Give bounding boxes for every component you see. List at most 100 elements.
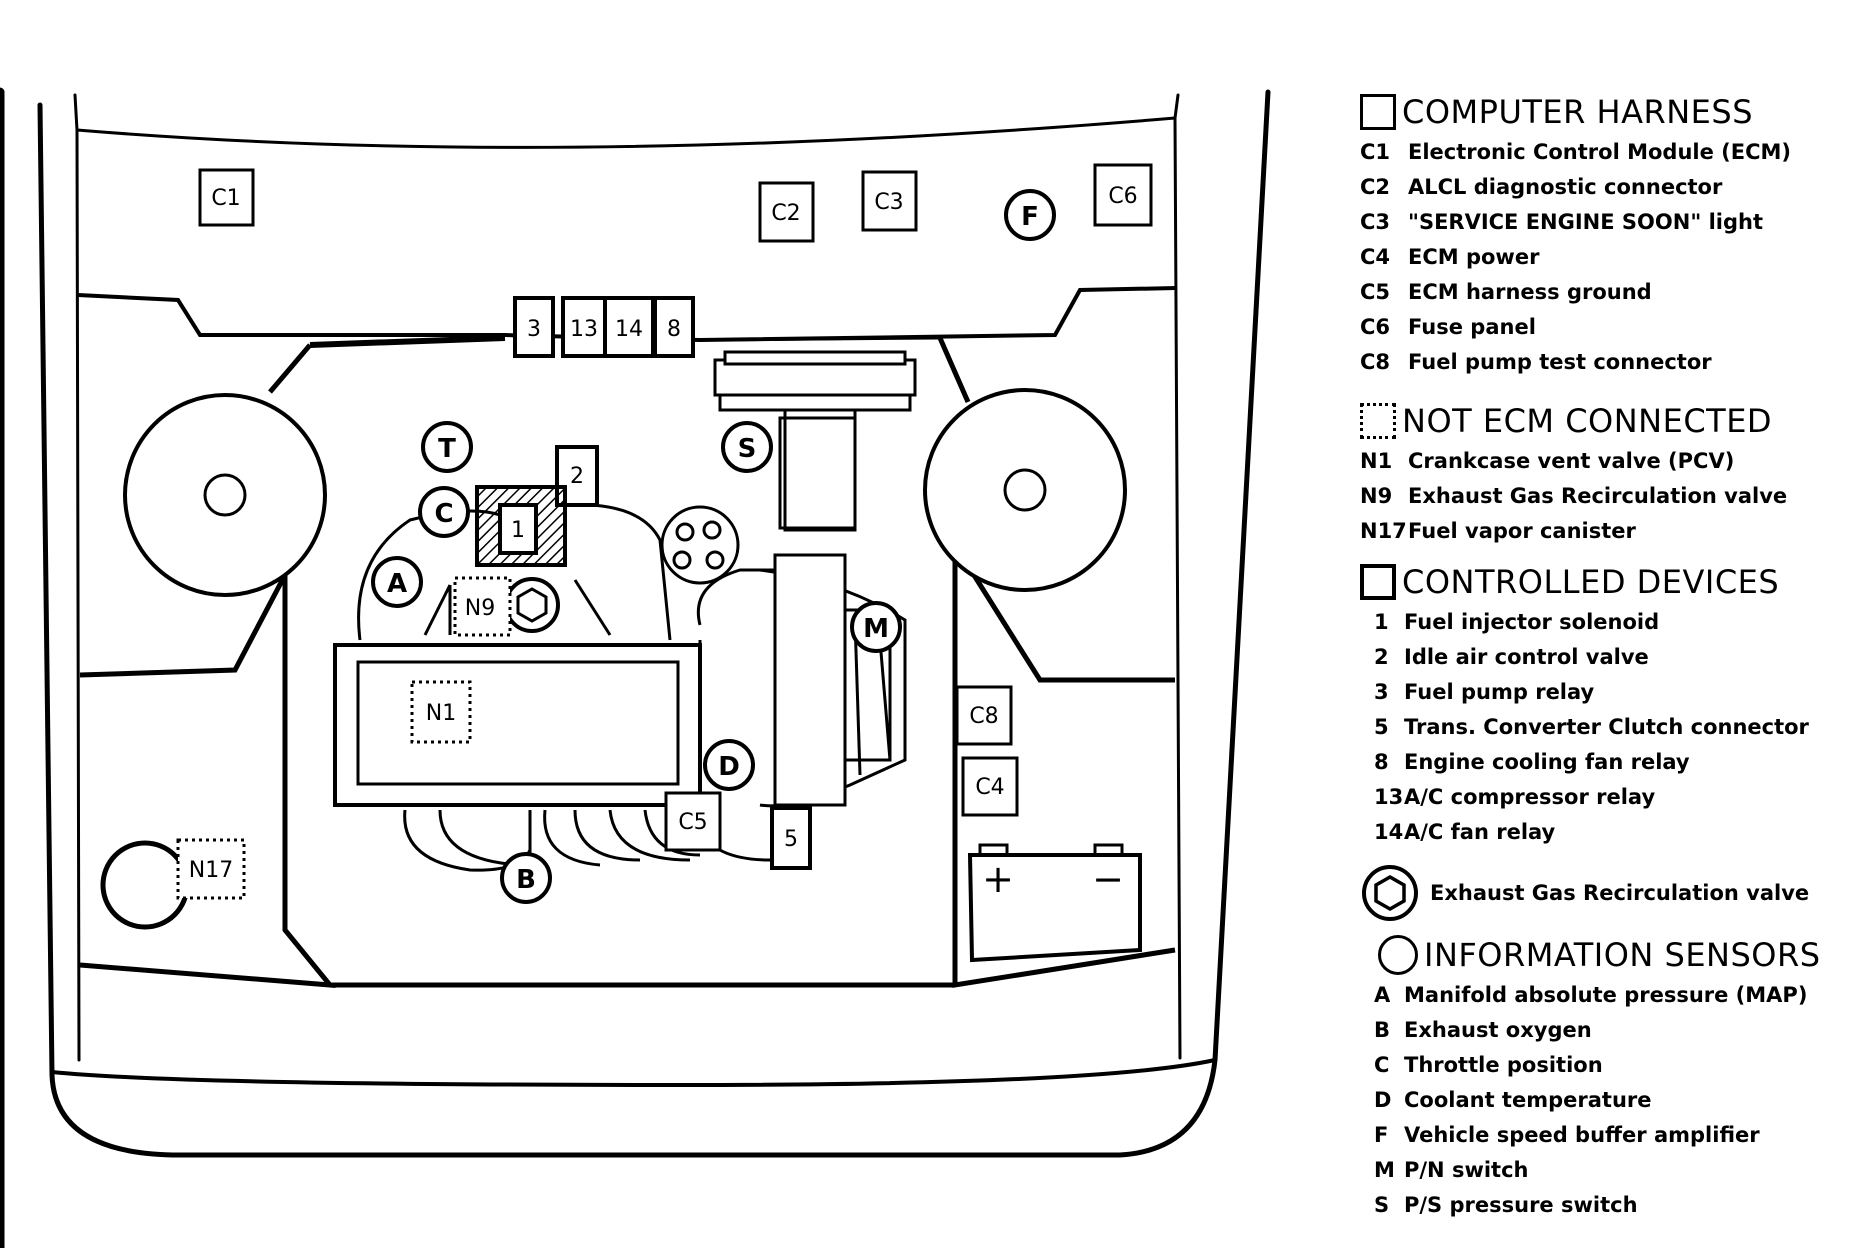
transaxle — [773, 553, 892, 807]
circle-s — [721, 421, 773, 473]
legend-label: P/S pressure switch — [1404, 1192, 1638, 1217]
solid-square-icon — [1360, 94, 1396, 130]
legend-code: 13 — [1374, 784, 1404, 809]
legend-label: A/C fan relay — [1404, 819, 1556, 844]
legend-label: Trans. Converter Clutch connector — [1404, 714, 1809, 739]
label-c3: C3 — [874, 190, 903, 215]
circle-d — [703, 739, 755, 791]
legend-item: C3"SERVICE ENGINE SOON" light — [1360, 204, 1850, 239]
legend-label: Fuel injector solenoid — [1404, 609, 1660, 634]
label-s: S — [738, 434, 757, 464]
air-cleaner — [713, 350, 917, 532]
legend-code: A — [1374, 982, 1391, 1007]
legend-item: F Vehicle speed buffer amplifier — [1360, 1117, 1850, 1152]
legend-egr: Exhaust Gas Recirculation valve — [1360, 863, 1850, 923]
computer-harness-boxes — [198, 163, 1153, 852]
engine-bay-diagram: + − C1 C2 C3 C6 C8 C4 C5 3 13 — [0, 87, 1271, 1248]
computer-harness-labels: C1 C2 C3 C6 C8 C4 C5 — [211, 184, 1137, 835]
label-c4: C4 — [975, 775, 1004, 800]
heading-text: NOT ECM CONNECTED — [1402, 402, 1773, 440]
box-13 — [561, 296, 607, 358]
legend-code: 3 — [1374, 679, 1389, 704]
box-n17 — [176, 838, 246, 900]
legend-label: P/N switch — [1404, 1157, 1529, 1182]
box-c3 — [861, 170, 918, 232]
legend-label: A/C compressor relay — [1404, 784, 1656, 809]
legend-controlled-devices: CONTROLLED DEVICES 1 Fuel injector soleno… — [1360, 560, 1850, 849]
legend-code: S — [1374, 1192, 1390, 1217]
legend-label: Coolant temperature — [1404, 1087, 1652, 1112]
legend-code: F — [1374, 1122, 1389, 1147]
intake-plenum — [333, 643, 702, 807]
legend-label: Electronic Control Module (ECM) — [1408, 139, 1791, 164]
battery-positive: + — [982, 857, 1014, 901]
not-ecm-labels: N9 N1 N17 — [189, 596, 495, 883]
label-a: A — [387, 569, 407, 599]
legend-code: N17 — [1360, 518, 1407, 543]
box-c6 — [1093, 163, 1153, 227]
battery: + − — [967, 843, 1142, 963]
box-14 — [603, 296, 655, 358]
circle-f — [1004, 189, 1056, 241]
legend-item: A Manifold absolute pressure (MAP) — [1360, 977, 1850, 1012]
legend-label: Vehicle speed buffer amplifier — [1404, 1122, 1760, 1147]
fuel-vapor-canister — [100, 840, 190, 930]
box-c5 — [664, 791, 722, 852]
sensor-labels: F T S C A M D B — [387, 202, 1039, 895]
label-1: 1 — [511, 518, 525, 543]
legend-code: 2 — [1374, 644, 1389, 669]
circle-icon — [1378, 935, 1418, 975]
box-1 — [498, 503, 538, 555]
legend-code: M — [1374, 1157, 1395, 1182]
label-8: 8 — [667, 317, 681, 342]
label-b: B — [516, 865, 536, 895]
legend-label: Throttle position — [1404, 1052, 1603, 1077]
label-3: 3 — [527, 317, 541, 342]
controlled-device-labels: 3 13 14 8 2 1 5 — [511, 317, 798, 852]
legend-code: 1 — [1374, 609, 1389, 634]
legend-code: 14 — [1374, 819, 1404, 844]
circle-m — [850, 601, 902, 653]
left-strut-tower — [123, 393, 327, 597]
legend-code: D — [1374, 1087, 1392, 1112]
legend-label: Manifold absolute pressure (MAP) — [1404, 982, 1808, 1007]
right-strut-tower — [923, 388, 1127, 592]
circle-b — [500, 852, 552, 904]
label-2: 2 — [570, 464, 584, 489]
label-c5: C5 — [678, 810, 707, 835]
dotted-square-icon — [1360, 403, 1396, 439]
circle-a — [371, 556, 423, 608]
legend-code: C2 — [1360, 174, 1391, 199]
label-n9: N9 — [465, 596, 495, 621]
label-c: C — [434, 499, 453, 529]
circle-t — [421, 421, 473, 473]
box-c2 — [758, 181, 815, 243]
legend-label: Fuel vapor canister — [1408, 518, 1636, 543]
legend-item: S P/S pressure switch — [1360, 1187, 1850, 1222]
circle-c — [418, 486, 470, 538]
inner-fenders — [79, 543, 1176, 988]
label-c6: C6 — [1108, 184, 1137, 209]
label-n17: N17 — [189, 858, 233, 883]
legend-label: ALCL diagnostic connector — [1408, 174, 1723, 199]
legend-heading-controlled-devices: CONTROLLED DEVICES — [1360, 560, 1850, 604]
battery-negative: − — [1092, 857, 1124, 901]
legend-item: C2 ALCL diagnostic connector — [1360, 169, 1850, 204]
legend-heading-not-ecm: NOT ECM CONNECTED — [1360, 399, 1850, 443]
legend-label: ECM harness ground — [1408, 279, 1652, 304]
egr-valve-symbol — [504, 577, 560, 633]
sensor-circles — [371, 189, 1056, 904]
label-f: F — [1021, 202, 1039, 232]
